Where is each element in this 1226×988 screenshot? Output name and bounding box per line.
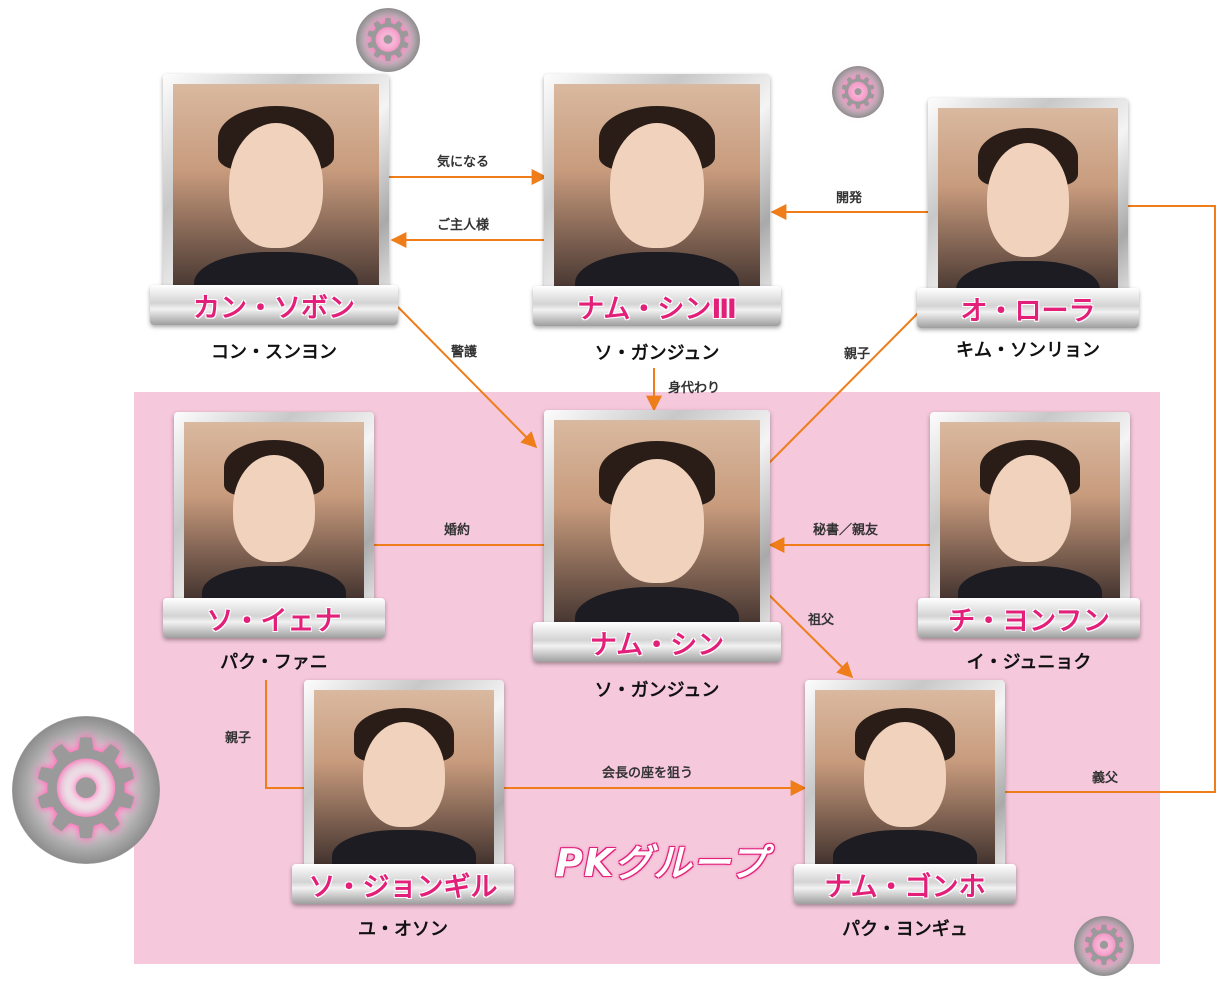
rel-kininaru: 気になる [437,155,490,170]
gear-icon: ⚙ [1074,916,1134,976]
role-name: ナム・シン [589,629,725,661]
rel-konyaku: 婚約 [444,523,471,538]
portrait-namshin3 [554,84,760,300]
role-name: ナム・シンⅢ [577,293,737,325]
arrow-sofu [765,591,854,679]
actor-name: パク・ヨンギュ [842,919,968,940]
rel-hisho: 秘書／親友 [813,523,879,538]
portrait-kan-sobon [173,84,379,300]
group-label: PKグループ [555,841,769,885]
actor-name: イ・ジュニョク [966,652,1092,673]
rel-kaicho: 会長の座を狙う [602,766,694,781]
gear-icon: ⚙ [832,66,884,118]
actor-name: ユ・オソン [358,919,448,940]
rel-oyako1: 親子 [844,347,871,362]
portrait-namshin [554,420,760,634]
rel-migawari: 身代わり [668,381,721,396]
role-name: カン・ソボン [193,292,355,324]
rel-oyako2: 親子 [225,731,252,746]
portrait-yena [184,422,364,606]
role-name: ソ・ジョンギル [308,871,498,903]
role-name: ソ・イェナ [206,605,342,637]
role-name: オ・ローラ [960,295,1096,327]
portrait-aurora [938,108,1118,304]
actor-name: キム・ソンリョン [956,340,1100,361]
rel-gifu: 義父 [1092,771,1119,786]
actor-name: パク・ファニ [220,652,328,673]
actor-name: コン・スンヨン [211,342,337,363]
line-oyako1 [765,309,922,467]
portrait-gonho [815,690,995,870]
line-gifu [1004,205,1216,793]
rel-keigo: 警護 [451,345,478,360]
actor-name: ソ・ガンジュン [594,680,720,701]
role-name: ナム・ゴンホ [824,871,986,903]
portrait-ji-yonghun [940,422,1120,606]
rel-kaihatsu: 開発 [836,191,863,206]
gear-icon: ⚙ [12,716,160,864]
line-oyako2 [265,680,305,789]
gear-icon: ⚙ [356,8,420,72]
rel-sofu: 祖父 [808,613,835,628]
arrow-keigo [397,306,538,449]
role-name: チ・ヨンフン [948,605,1110,637]
actor-name: ソ・ガンジュン [594,343,720,364]
rel-goshujin: ご主人様 [437,218,490,233]
portrait-jongil [314,690,494,870]
